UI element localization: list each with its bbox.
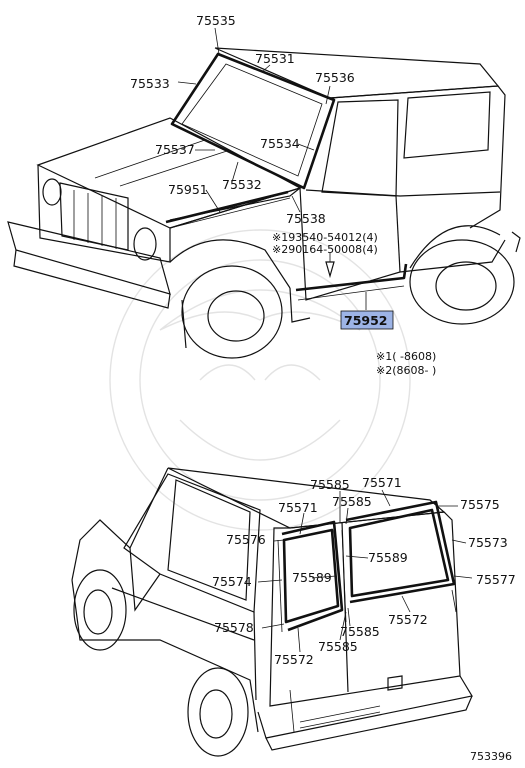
rear-parts-outline: [277, 500, 457, 633]
label-75951[interactable]: 75951: [168, 182, 208, 197]
fastener-1: ※193540-54012(4): [272, 231, 378, 244]
label-75576[interactable]: 75576: [226, 532, 266, 547]
label-75585-mid[interactable]: 75585: [332, 494, 372, 509]
label-75585-top[interactable]: 75585: [310, 477, 350, 492]
rear-part-labels: 75585 75571 75575 75571 75585 75576 7557…: [212, 475, 516, 667]
legend-row-1: ※1( -8608): [376, 350, 436, 363]
label-75573[interactable]: 75573: [468, 535, 508, 550]
label-75537[interactable]: 75537: [155, 142, 195, 157]
label-75532[interactable]: 75532: [222, 177, 262, 192]
front-vehicle-drawing: [7, 47, 521, 359]
label-75952[interactable]: 75952: [344, 313, 388, 328]
label-75538[interactable]: 75538: [286, 211, 326, 226]
label-75572-right[interactable]: 75572: [388, 612, 428, 627]
label-75578[interactable]: 75578: [214, 620, 254, 635]
label-75572-left[interactable]: 75572: [274, 652, 314, 667]
label-75571-left[interactable]: 75571: [278, 500, 318, 515]
label-75589-left[interactable]: 75589: [292, 570, 332, 585]
highlight-box: [340, 310, 394, 330]
label-75533[interactable]: 75533: [130, 76, 170, 91]
label-75577[interactable]: 75577: [476, 572, 516, 587]
catalog-code: 753396: [470, 750, 512, 763]
label-75585-low1[interactable]: 75585: [340, 624, 380, 639]
label-75571-top[interactable]: 75571: [362, 475, 402, 490]
label-75534[interactable]: 75534: [260, 136, 300, 151]
rear-vehicle-drawing: [71, 467, 473, 757]
fastener-2: ※290164-50008(4): [272, 243, 378, 256]
label-75575[interactable]: 75575: [460, 497, 500, 512]
front-leader-lines: [177, 27, 367, 310]
label-75536[interactable]: 75536: [315, 70, 355, 85]
label-75589-right[interactable]: 75589: [368, 550, 408, 565]
watermark-emblem: [109, 229, 411, 531]
front-part-labels: 75535 75531 75533 75536 75537 75534 7553…: [130, 13, 436, 377]
front-parts-outline: [165, 52, 408, 301]
label-75531[interactable]: 75531: [255, 51, 295, 66]
legend-row-2: ※2(8608- ): [376, 364, 436, 377]
label-75574[interactable]: 75574: [212, 574, 252, 589]
label-75585-low2[interactable]: 75585: [318, 639, 358, 654]
rear-leader-lines: [257, 489, 473, 653]
label-75535[interactable]: 75535: [196, 13, 236, 28]
